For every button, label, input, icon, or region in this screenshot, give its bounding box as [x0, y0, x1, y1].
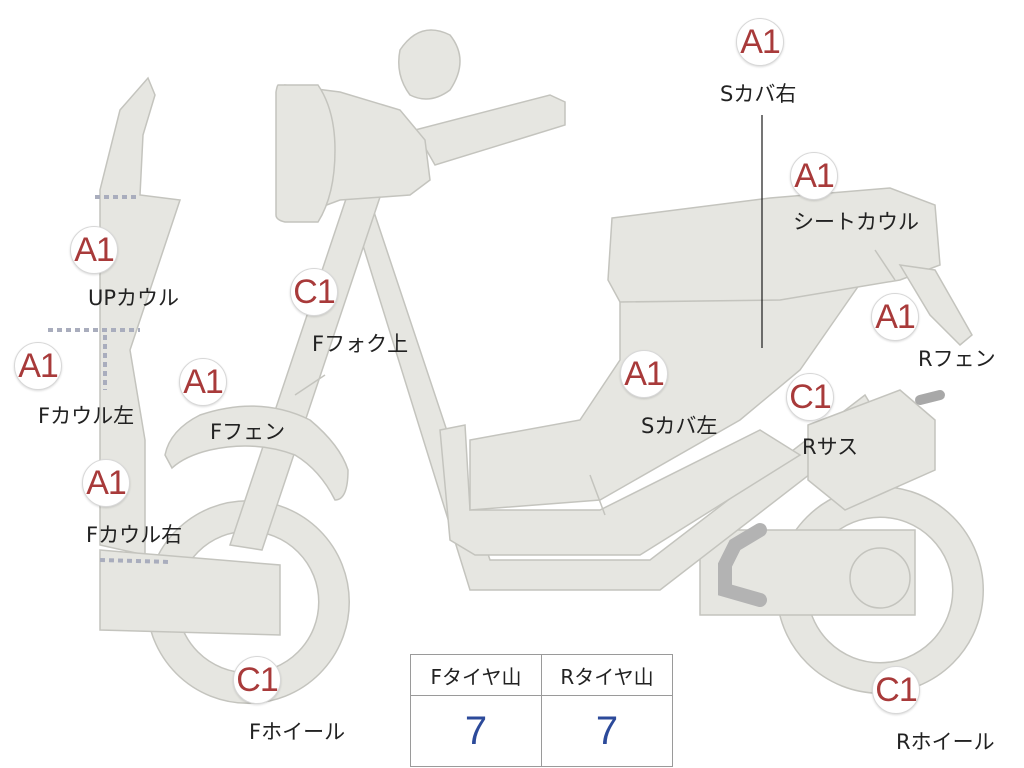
part-label-s-cover-right: Sカバ右	[720, 82, 797, 106]
part-label-f-cowl-left: Fカウル左	[38, 404, 135, 428]
front-fork-shape[interactable]	[229, 177, 384, 551]
tire-header-rear: Rタイヤ山	[541, 654, 673, 696]
grade-badge-f-cowl-left: A1	[14, 342, 62, 390]
grade-badge-s-cover-right: A1	[736, 18, 784, 66]
part-label-f-fender: Fフェン	[210, 420, 286, 444]
side-cover-shape[interactable]	[469, 253, 882, 511]
front-cowl-bottom-shape[interactable]	[99, 549, 281, 636]
tire-header-front: Fタイヤ山	[410, 654, 542, 696]
tire-value-front: 7	[410, 695, 542, 767]
part-label-r-suspension: Rサス	[802, 435, 859, 459]
front-cowl-shape[interactable]	[99, 76, 182, 556]
tire-value-rear: 7	[541, 695, 673, 767]
grade-badge-f-cowl-right: A1	[82, 459, 130, 507]
rear-shock-shape[interactable]	[807, 389, 936, 511]
part-label-f-fork-upper: Fフォク上	[312, 332, 409, 356]
grade-badge-r-suspension: C1	[786, 373, 834, 421]
floor-frame-shape[interactable]	[351, 198, 881, 591]
step-floor-shape[interactable]	[439, 424, 802, 556]
handlebar-shape[interactable]	[413, 94, 566, 166]
rear-fender-shape[interactable]	[898, 264, 973, 347]
grade-badge-s-cover-left: A1	[620, 350, 668, 398]
grade-badge-f-fender: A1	[179, 358, 227, 406]
part-label-up-cowl: UPカウル	[88, 286, 180, 310]
headlight-shape[interactable]	[275, 84, 336, 223]
grade-badge-seat-cowl: A1	[790, 152, 838, 200]
rear-hub-shape	[849, 547, 911, 609]
part-label-f-cowl-right: Fカウル右	[86, 523, 183, 547]
grade-badge-up-cowl: A1	[70, 226, 118, 274]
rear-shock-rod-shape	[915, 390, 945, 405]
grade-badge-r-fender: A1	[871, 293, 919, 341]
tire-tread-table: Fタイヤ山 Rタイヤ山 7 7	[410, 654, 673, 767]
part-label-s-cover-left: Sカバ左	[641, 414, 718, 438]
mirror-shape[interactable]	[398, 29, 461, 100]
part-label-f-wheel: Fホイール	[249, 720, 346, 744]
front-fender-shape[interactable]	[164, 405, 349, 501]
part-label-seat-cowl: シートカウル	[793, 210, 919, 234]
part-label-r-fender: Rフェン	[918, 347, 996, 371]
grade-badge-f-wheel: C1	[233, 656, 281, 704]
seam-lines	[48, 195, 896, 564]
engine-grip-shape	[718, 523, 767, 607]
part-label-r-wheel: Rホイール	[896, 730, 995, 754]
tire-table-value-row: 7 7	[410, 695, 673, 767]
grade-badge-r-wheel: C1	[872, 666, 920, 714]
seat-shape[interactable]	[607, 187, 941, 303]
tire-table-header-row: Fタイヤ山 Rタイヤ山	[410, 654, 673, 696]
grade-badge-f-fork-upper: C1	[290, 268, 338, 316]
